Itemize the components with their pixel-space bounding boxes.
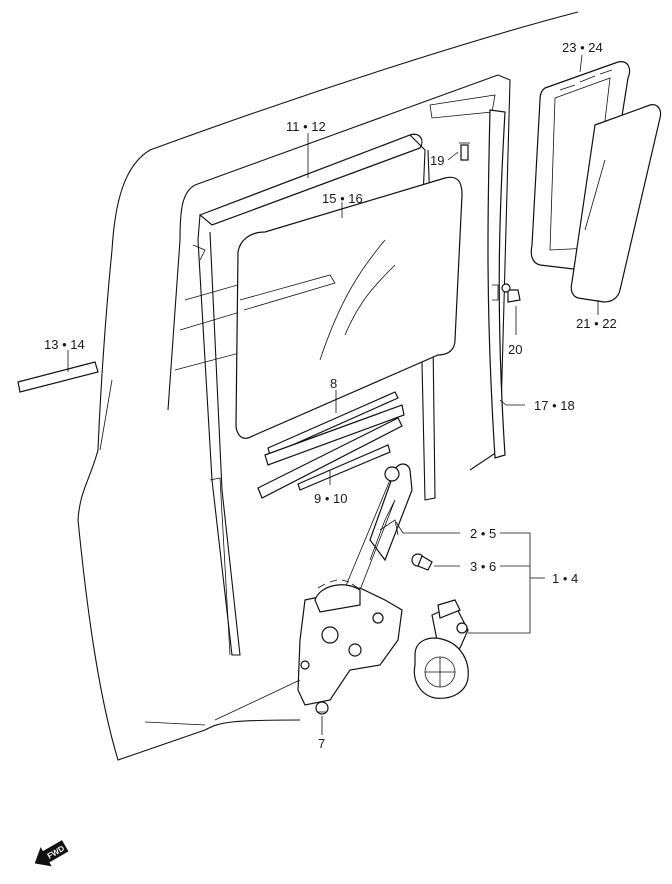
sash-channel-17-18 bbox=[487, 109, 506, 459]
callout-9-10: 9 • 10 bbox=[314, 491, 347, 506]
regulator-motor bbox=[413, 599, 469, 699]
callout-8: 8 bbox=[330, 376, 337, 391]
callout-13-14: 13 • 14 bbox=[44, 337, 85, 352]
callout-21-22: 21 • 22 bbox=[576, 316, 617, 331]
screw-19 bbox=[459, 142, 470, 161]
door-panel-outline bbox=[77, 11, 579, 761]
callout-1-4: 1 • 4 bbox=[552, 571, 578, 586]
fwd-direction-badge: FWD bbox=[34, 840, 69, 867]
glass-channel-8 bbox=[264, 391, 405, 466]
glass-channel-9-10 bbox=[257, 417, 403, 499]
bolt-20 bbox=[501, 283, 521, 303]
leader-lines bbox=[67, 54, 599, 735]
quarter-glass-21-22 bbox=[570, 104, 662, 303]
door-glass-15-16 bbox=[235, 176, 463, 439]
callout-7: 7 bbox=[318, 736, 325, 751]
callout-20: 20 bbox=[508, 342, 522, 357]
callout-3-6: 3 • 6 bbox=[470, 559, 496, 574]
callout-19: 19 bbox=[430, 153, 444, 168]
bolt-3-6 bbox=[411, 553, 433, 571]
belt-moulding-13-14 bbox=[17, 361, 99, 393]
regulator-base bbox=[297, 579, 403, 706]
callout-15-16: 15 • 16 bbox=[322, 191, 363, 206]
callout-2-5: 2 • 5 bbox=[470, 526, 496, 541]
callout-17-18: 17 • 18 bbox=[534, 398, 575, 413]
bolt-7 bbox=[315, 701, 329, 715]
callout-11-12: 11 • 12 bbox=[286, 119, 326, 134]
callout-labels: 23 • 24 11 • 12 19 15 • 16 20 13 • 14 21… bbox=[44, 40, 617, 751]
regulator-arms-2-5 bbox=[339, 463, 413, 601]
callout-23-24: 23 • 24 bbox=[562, 40, 603, 55]
